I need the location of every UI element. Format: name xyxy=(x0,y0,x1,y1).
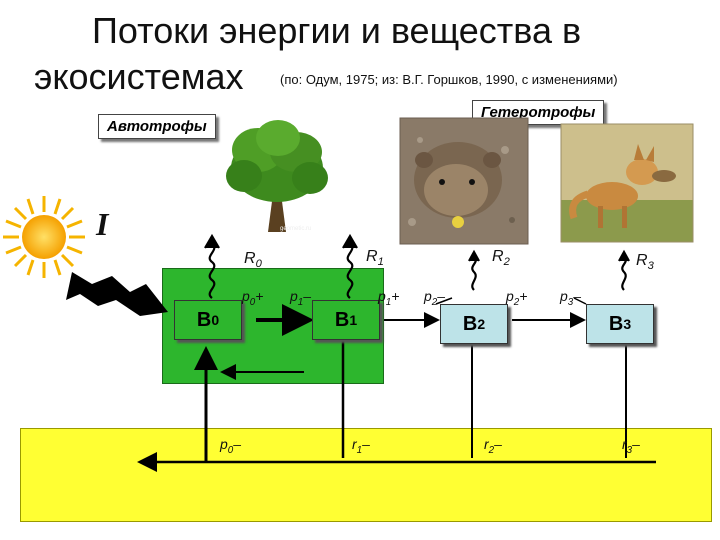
solar-energy-arrow xyxy=(66,272,168,316)
label-r3-minus: r3– xyxy=(622,436,640,456)
label-r3: R3 xyxy=(636,252,654,273)
label-p0-minus: p0– xyxy=(220,436,242,456)
label-r0: R0 xyxy=(244,250,262,271)
label-r1: R1 xyxy=(366,248,384,269)
label-r2: R2 xyxy=(492,248,510,269)
tree-caption: geometic.ru xyxy=(280,226,312,232)
label-p0-plus: p0+ xyxy=(242,288,264,308)
title-line-1: Потоки энергии и вещества в xyxy=(92,10,582,51)
title-line-2: экосистемах xyxy=(34,56,244,97)
respiration-arrow-r2 xyxy=(471,257,477,291)
solar-energy-symbol: I xyxy=(96,206,109,242)
label-r1-minus: r1– xyxy=(352,436,370,456)
label-r2-minus: r2– xyxy=(484,436,502,456)
label-p2-minus: p2– xyxy=(424,288,446,308)
respiration-arrows xyxy=(204,233,630,299)
respiration-arrow-r0 xyxy=(208,243,216,299)
respiration-arrow-r3 xyxy=(621,257,627,291)
rodent-photo xyxy=(399,117,529,245)
tree-icon xyxy=(226,120,328,232)
label-p1-plus: p1+ xyxy=(378,288,400,308)
label-p3-minus: p3– xyxy=(560,288,582,308)
autotroph-label: Автотрофы xyxy=(98,114,216,139)
label-p2-plus: p2+ xyxy=(506,288,528,308)
sun-icon xyxy=(3,196,85,278)
respiration-arrow-r1 xyxy=(346,243,354,299)
fox-photo xyxy=(560,123,694,243)
subtitle-citation: (по: Одум, 1975; из: В.Г. Горшков, 1990,… xyxy=(280,72,618,87)
label-p1-minus: p1– xyxy=(290,288,312,308)
decomposer-soil-area xyxy=(20,428,712,522)
